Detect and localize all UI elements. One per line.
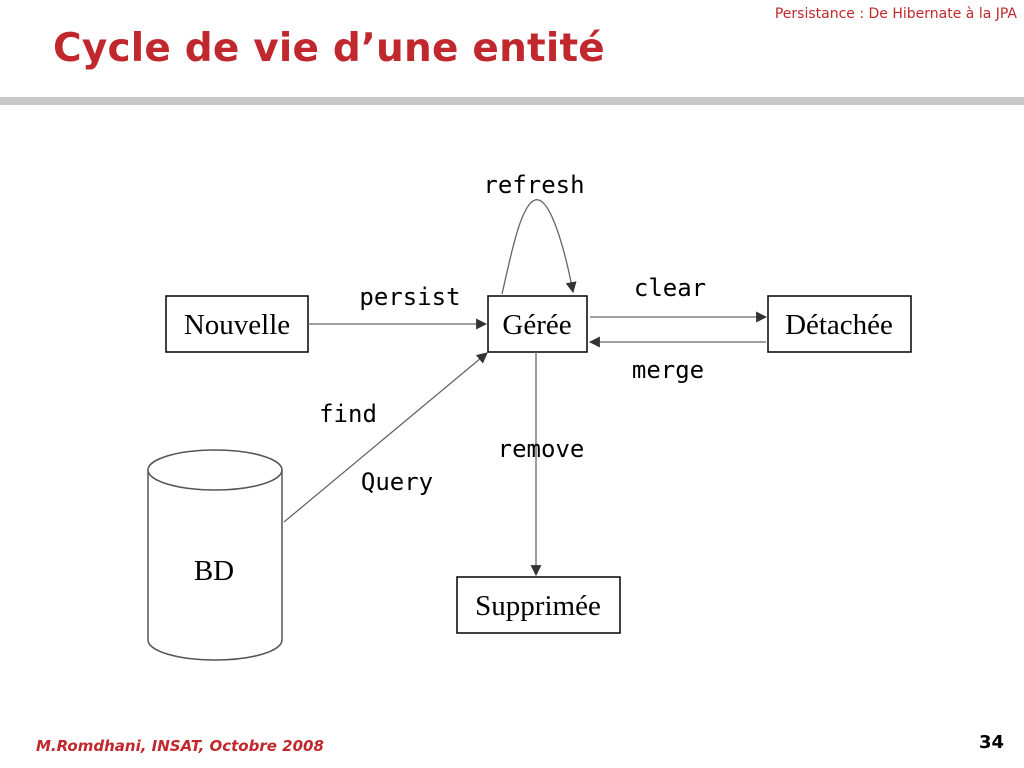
footer-author: M.Romdhani, INSAT, Octobre 2008	[36, 737, 324, 755]
edge-find-query-arrow	[283, 352, 488, 523]
node-bd-label: BD	[194, 555, 234, 587]
node-supprimee: Supprimée	[456, 576, 621, 634]
edge-merge-label: merge	[632, 356, 704, 384]
page-number: 34	[978, 732, 1004, 753]
node-detachee-label: Détachée	[785, 309, 893, 341]
node-detachee: Détachée	[767, 295, 912, 353]
edge-find-label: find	[319, 400, 377, 428]
edge-refresh-arrow	[501, 199, 577, 295]
edge-refresh-label: refresh	[483, 171, 584, 199]
edge-query-label: Query	[361, 468, 433, 496]
node-geree: Gérée	[487, 295, 588, 353]
node-geree-label: Gérée	[502, 309, 571, 341]
edge-clear-label: clear	[634, 274, 706, 302]
node-nouvelle-label: Nouvelle	[184, 309, 290, 341]
database-cylinder: BD	[147, 449, 283, 661]
node-nouvelle: Nouvelle	[165, 295, 309, 353]
title-divider	[0, 97, 1024, 105]
course-header: Persistance : De Hibernate à la JPA	[774, 6, 1017, 22]
slide-title: Cycle de vie d’une entité	[53, 26, 605, 71]
edge-remove-label: remove	[498, 435, 585, 463]
edge-persist-label: persist	[359, 283, 460, 311]
node-supprimee-label: Supprimée	[475, 590, 601, 622]
